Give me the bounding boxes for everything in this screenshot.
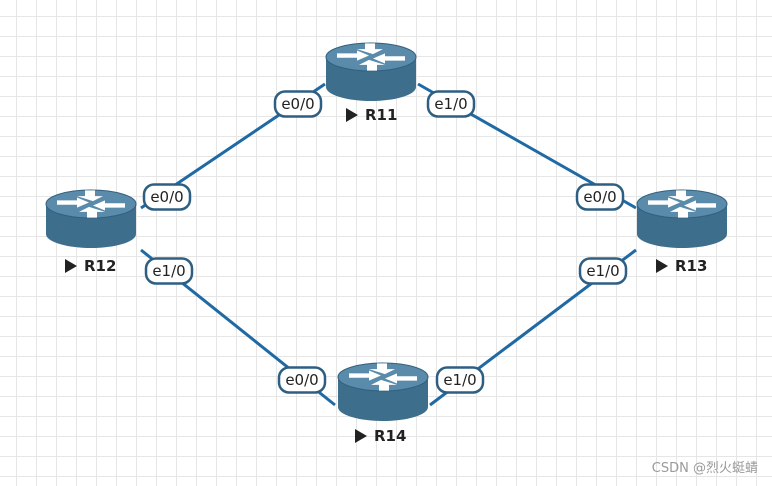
router-arrow [93,200,125,211]
router-arrow [349,370,381,381]
router-label-r13: R13 [675,257,707,275]
router-arrows-icon [648,190,716,218]
port-label-r12: e1/0 [152,262,185,280]
router-r14[interactable] [337,362,429,421]
router-top [636,189,728,219]
router-arrow [357,43,383,55]
router-arrows-icon [57,190,125,218]
port-label-r14: e1/0 [443,371,476,389]
router-r12[interactable] [45,189,137,248]
router-r13[interactable] [636,189,728,248]
router-arrow [359,59,385,71]
router-arrow [371,379,397,391]
port-label-r14: e0/0 [285,371,318,389]
port-label-r12-box [144,257,194,285]
router-arrow [385,373,417,384]
csdn-watermark: CSDN @烈火蜓蜻 [651,461,758,476]
router-arrow [79,206,105,218]
router-arrow [373,53,405,64]
play-icon[interactable] [65,259,77,273]
port-label-r11-box [426,90,476,118]
port-label-r11: e0/0 [281,95,314,113]
port-label-r14-box [435,366,485,394]
port-label-r13: e0/0 [583,188,616,206]
router-label-r12: R12 [84,257,116,275]
router-top [45,189,137,219]
port-label-r12: e0/0 [150,188,183,206]
port-label-r11: e1/0 [434,95,467,113]
play-icon[interactable] [656,259,668,273]
router-arrow [648,197,680,208]
port-label-r11-box [273,90,323,118]
router-label-r11: R11 [365,106,397,124]
port-label-r13-box [578,257,628,285]
router-label-r14: R14 [374,427,406,445]
port-label-r13-box [575,183,625,211]
router-arrow [684,200,716,211]
router-arrows-icon [337,43,405,71]
port-label-r13: e1/0 [586,262,619,280]
router-top [325,42,417,72]
router-top [337,362,429,392]
router-arrow [337,50,369,61]
router-arrow [77,190,103,202]
router-arrow [670,206,696,218]
play-icon[interactable] [346,108,358,122]
port-label-r14-box [277,366,327,394]
router-arrow [668,190,694,202]
port-label-r12-box [142,183,192,211]
router-arrows-icon [349,363,417,391]
play-icon[interactable] [355,429,367,443]
router-r11[interactable] [325,42,417,101]
router-arrow [57,197,89,208]
router-arrow [369,363,395,375]
